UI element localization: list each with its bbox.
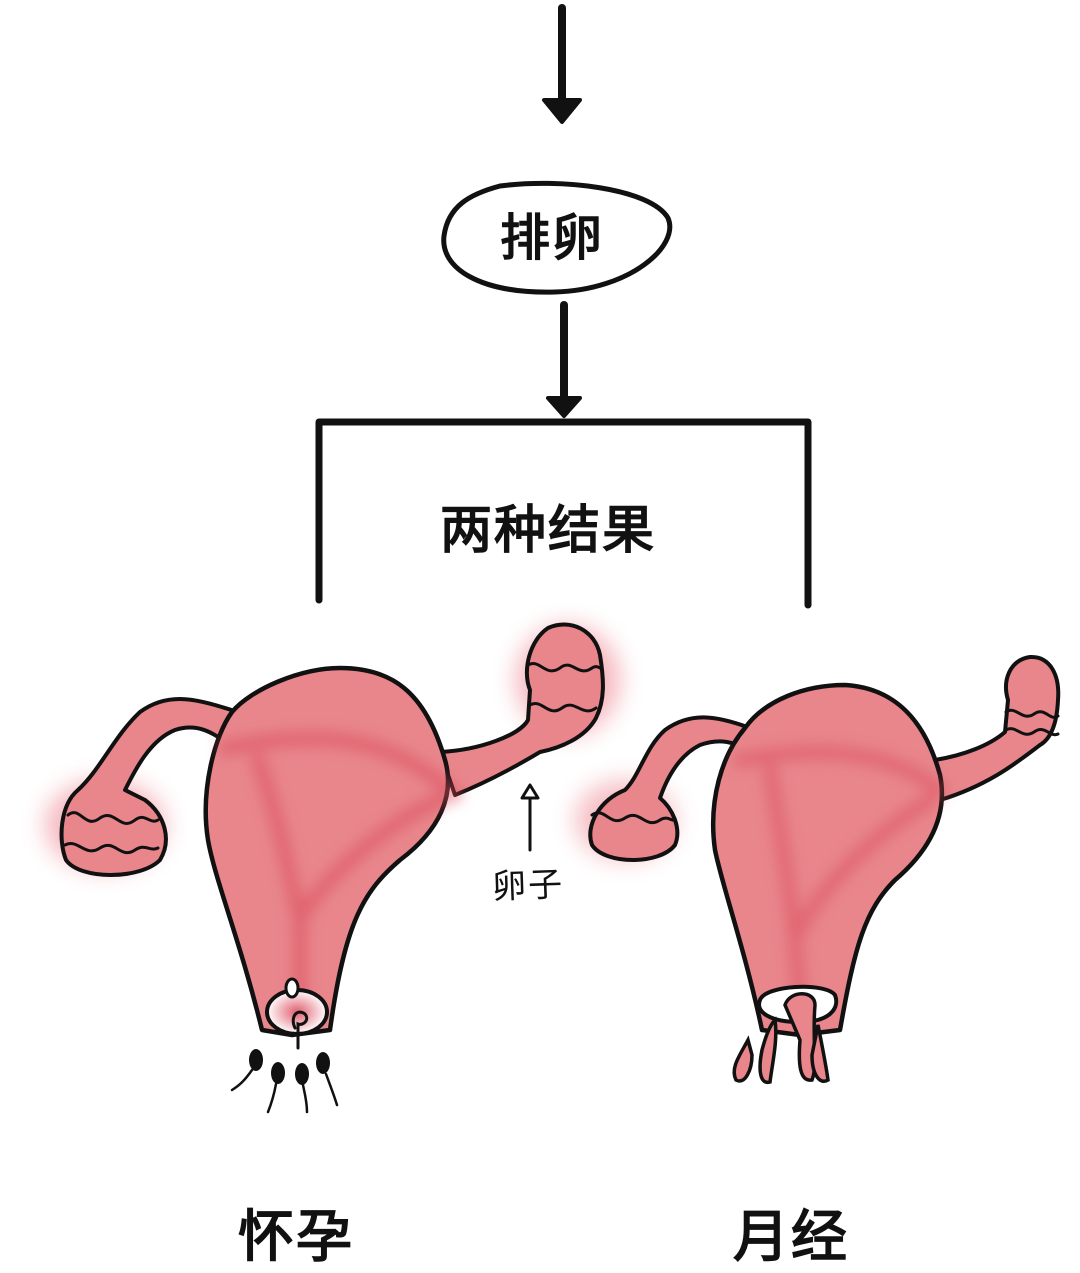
egg-annotation-label: 卵子 xyxy=(491,864,565,908)
menstrual-flow-icon xyxy=(732,992,830,1085)
sperm-icon-group xyxy=(230,1049,339,1114)
ovulation-node-label: 排卵 xyxy=(500,209,604,267)
egg-pointer-arrow xyxy=(520,783,540,852)
arrow-down-icon-top xyxy=(542,4,582,124)
uterus-illustration-menstruation xyxy=(575,654,1061,1085)
ovulation-node-ellipse xyxy=(441,180,673,295)
branch-bracket xyxy=(315,418,812,609)
outcomes-node-label: 两种结果 xyxy=(440,501,657,561)
uterus-illustration-pregnancy xyxy=(45,622,620,1114)
outcome-pregnancy-label: 怀孕 xyxy=(238,1205,354,1270)
outcome-menstruation-label: 月经 xyxy=(733,1205,849,1270)
arrow-down-icon-middle xyxy=(546,301,582,418)
